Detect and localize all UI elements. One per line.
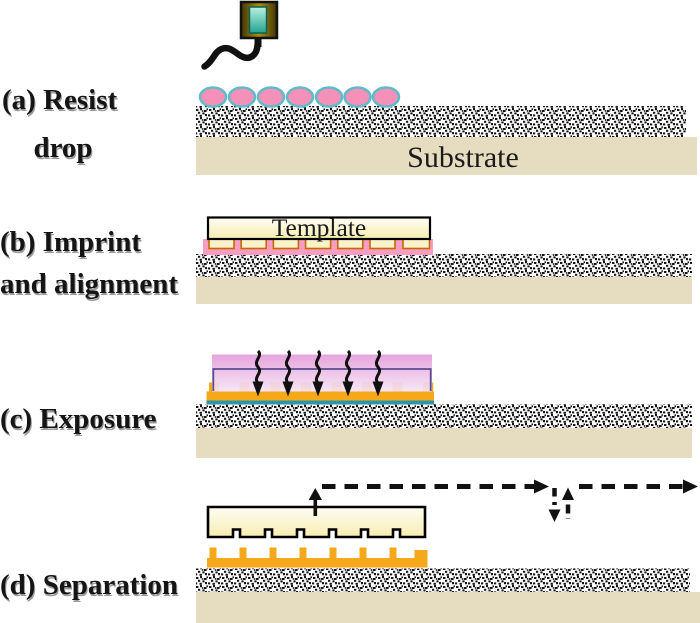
separation-up-arrow-icon [308,488,322,516]
cured-resist-tooth [359,547,367,558]
template-tooth [240,238,267,250]
step-a-label-line2: drop [33,132,93,164]
step-a-label-line1: (a) Resist [2,84,118,116]
template-teeth-b [208,238,431,250]
adhesion-layer-blue [206,400,434,405]
uv-exposure-wavy-arrow-icon [344,349,352,385]
resist-drop [371,86,401,108]
step-b-diagram: Template [196,213,692,304]
transfer-layer-c [196,404,692,428]
uv-exposure-wavy-arrow-icon [314,349,322,385]
cured-resist-tooth [239,547,247,558]
dispenser-screen [248,6,268,34]
substrate-a [196,137,697,175]
dispenser-tube [201,41,261,70]
resist-drops [198,86,401,108]
dashed-arrowhead-2 [683,479,698,494]
uv-arrowhead [282,381,294,397]
substrate-label: Substrate [407,141,519,174]
template-tooth [369,238,396,250]
template-tooth [402,238,431,250]
up-arrowhead [308,488,322,500]
mini-down-arrowhead [548,509,561,522]
step-b-label: (b) Imprint and alignment [0,221,178,305]
template-label: Template [272,213,367,242]
uv-arrowhead [342,381,354,397]
template-lifted [206,505,427,539]
uv-arrowhead [372,381,384,397]
cured-resist-tooth [329,547,337,558]
resist-drop [285,86,315,108]
step-c-label: (c) Exposure [0,403,157,435]
cured-resist-tooth [269,547,277,558]
resist-dispenser-icon [201,0,279,70]
step-c-diagram [196,349,692,458]
uv-exposure-wavy-arrow-icon [374,349,382,385]
substrate-c [196,428,692,458]
step-a-label: (a) Resist drop [2,76,124,172]
substrate-d [196,592,700,623]
uv-light-region [212,354,432,392]
resist-drop [314,86,344,108]
uv-exposure-arrows [254,349,382,385]
cured-resist-tooth [299,547,307,558]
resist-drop [343,86,372,108]
step-and-repeat-dashed-arrow-icon [322,479,698,522]
step-b-label-line1: (b) Imprint [0,226,141,258]
transfer-layer-d [196,568,690,592]
cured-resist-end-block [414,550,428,568]
uv-exposure-wavy-arrow-icon [254,349,262,385]
step-a-diagram: Substrate [196,0,697,175]
resist-drop [227,86,257,108]
uv-arrowheads [252,381,384,397]
uv-exposure-wavy-arrow-icon [284,349,292,385]
template-tooth [208,238,235,250]
transfer-layer-a [196,106,686,137]
template-body-b [206,216,432,241]
uv-arrowhead [312,381,324,397]
step-d-diagram [196,479,700,623]
template-outline-in-uv [212,368,432,391]
transfer-layer-b [196,254,692,277]
cured-resist-base [207,558,428,568]
patterned-resist-d [207,547,428,568]
step-d-label: (d) Separation [0,569,179,601]
dashed-arrowhead-1 [534,479,549,494]
cured-resist-tooth [209,547,217,558]
mini-up-arrowhead [562,487,574,500]
resist-drop [256,86,286,108]
substrate-b [196,277,692,304]
step-b-label-line2: and alignment [0,268,179,300]
resist-drop [198,86,228,108]
uv-arrowhead [252,381,264,397]
cured-resist-base [206,391,434,401]
cured-resist-tooth [389,547,397,558]
